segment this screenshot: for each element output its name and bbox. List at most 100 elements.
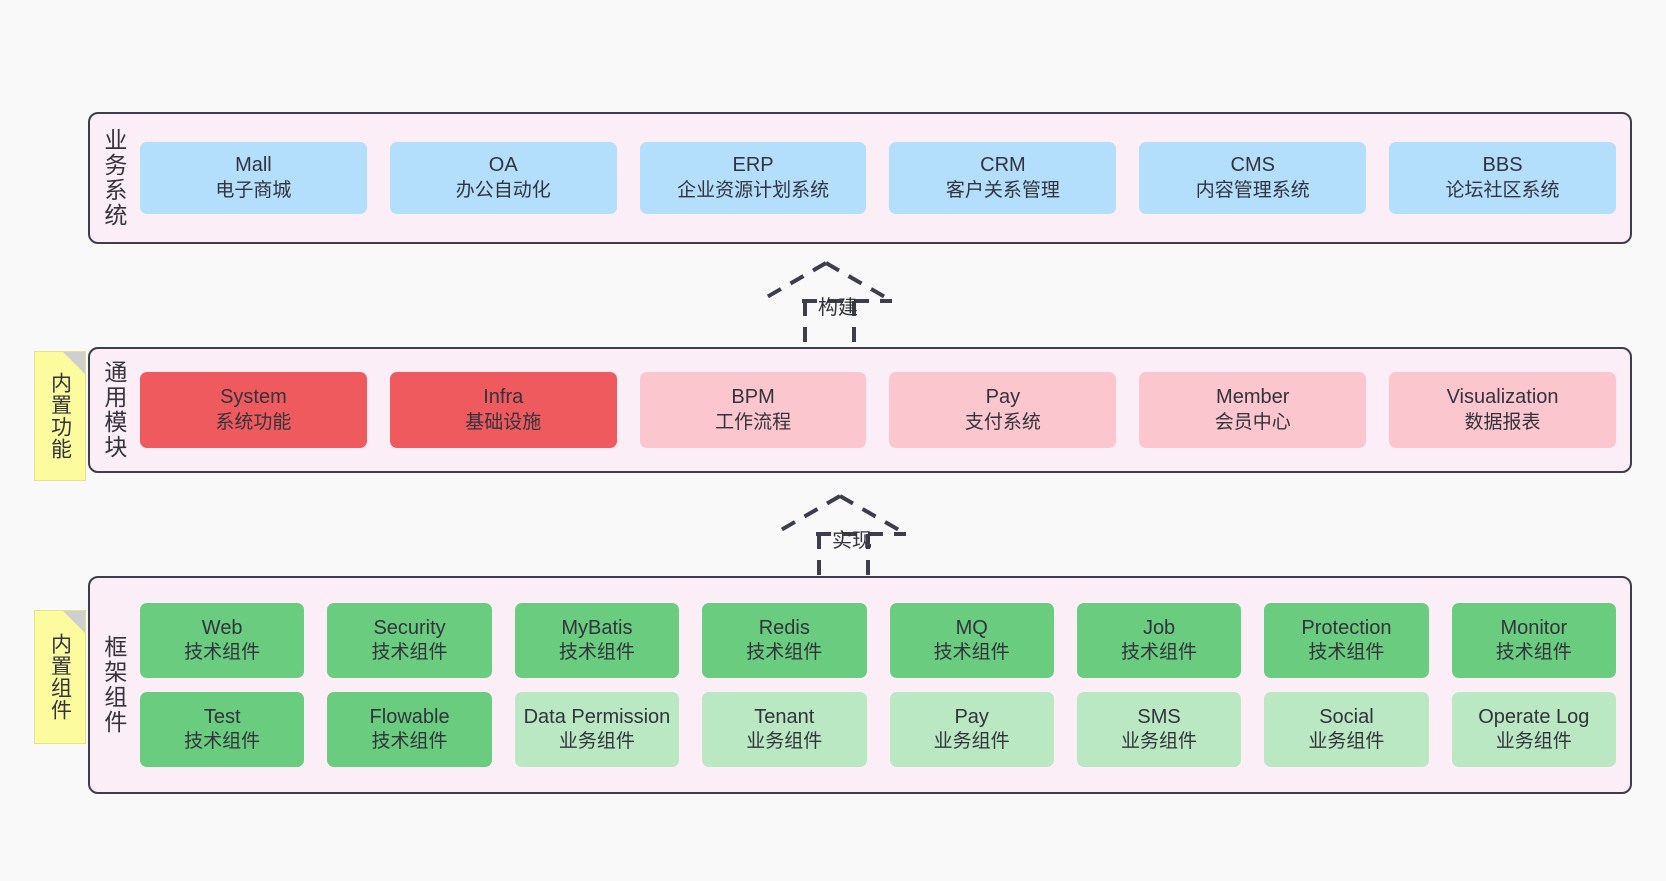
cell-desc: 技术组件 — [1308, 642, 1385, 664]
cell-desc: 技术组件 — [371, 731, 448, 753]
cell-desc: 电子商城 — [215, 179, 292, 201]
framework-cell-tenant[interactable]: Tenant 业务组件 — [702, 692, 867, 767]
cell-name: BPM — [731, 386, 775, 409]
cell-name: Operate Log — [1478, 705, 1590, 728]
business-cell-cms[interactable]: CMS 内容管理系统 — [1139, 142, 1367, 214]
framework-cell-mybatis[interactable]: MyBatis 技术组件 — [514, 603, 680, 678]
cell-desc: 工作流程 — [715, 411, 792, 433]
generalization-arrow-icon — [773, 494, 907, 584]
sticky-note-label: 内置功能 — [48, 372, 72, 460]
cell-name: Member — [1216, 386, 1290, 409]
layer-body-business: Mall 电子商城 OA 办公自动化 ERP 企业资源计划系统 CRM 客户关系… — [136, 114, 1630, 242]
cell-desc: 业务组件 — [746, 731, 823, 753]
layer-common-modules: 通用模块 System 系统功能 Infra 基础设施 BPM 工作流程 Pay… — [88, 347, 1632, 473]
cell-name: Pay — [954, 705, 989, 728]
cell-desc: 客户关系管理 — [945, 179, 1060, 201]
cell-name: Job — [1142, 616, 1176, 639]
cell-name: Tenant — [754, 705, 815, 728]
cell-name: MyBatis — [561, 616, 633, 639]
business-cell-crm[interactable]: CRM 客户关系管理 — [889, 142, 1117, 214]
connector-implement: 实现 — [758, 488, 938, 588]
cell-desc: 支付系统 — [964, 411, 1041, 433]
business-row: Mall 电子商城 OA 办公自动化 ERP 企业资源计划系统 CRM 客户关系… — [140, 142, 1616, 214]
framework-cell-monitor[interactable]: Monitor 技术组件 — [1451, 603, 1616, 678]
cell-name: BBS — [1482, 154, 1523, 177]
connector-implement-label: 实现 — [832, 530, 872, 552]
business-cell-erp[interactable]: ERP 企业资源计划系统 — [639, 142, 867, 214]
cell-desc: 基础设施 — [465, 411, 542, 433]
cell-desc: 数据报表 — [1464, 411, 1541, 433]
cell-desc: 会员中心 — [1214, 411, 1291, 433]
common-cell-infra[interactable]: Infra 基础设施 — [389, 372, 617, 448]
cell-name: Monitor — [1500, 616, 1568, 639]
framework-cell-sms[interactable]: SMS 业务组件 — [1076, 692, 1242, 767]
cell-desc: 技术组件 — [746, 642, 823, 664]
cell-desc: 技术组件 — [558, 642, 635, 664]
cell-name: Web — [201, 616, 243, 639]
framework-cell-redis[interactable]: Redis 技术组件 — [702, 603, 867, 678]
cell-name: Social — [1319, 705, 1374, 728]
cell-desc: 内容管理系统 — [1195, 179, 1310, 201]
sticky-note-builtin-components[interactable]: 内置组件 — [34, 610, 86, 744]
connector-build: 构建 — [744, 255, 924, 355]
framework-cell-web[interactable]: Web 技术组件 — [140, 603, 305, 678]
cell-desc: 业务组件 — [1308, 731, 1385, 753]
cell-name: SMS — [1137, 705, 1181, 728]
framework-row-business: Test 技术组件 Flowable 技术组件 Data Permission … — [140, 692, 1616, 767]
cell-name: Pay — [985, 386, 1021, 409]
common-cell-bpm[interactable]: BPM 工作流程 — [639, 372, 867, 448]
layer-business-systems: 业务系统 Mall 电子商城 OA 办公自动化 ERP 企业资源计划系统 CRM… — [88, 112, 1632, 244]
business-cell-oa[interactable]: OA 办公自动化 — [389, 142, 617, 214]
page-fold-icon — [63, 611, 85, 633]
generalization-arrow-icon — [759, 261, 893, 351]
framework-cell-security[interactable]: Security 技术组件 — [327, 603, 492, 678]
layer-title-common: 通用模块 — [100, 360, 127, 460]
cell-desc: 系统功能 — [215, 411, 292, 433]
page-fold-icon — [63, 352, 85, 374]
framework-cell-data-permission[interactable]: Data Permission 业务组件 — [514, 692, 680, 767]
cell-name: Redis — [758, 616, 810, 639]
cell-desc: 业务组件 — [1121, 731, 1198, 753]
common-cell-pay[interactable]: Pay 支付系统 — [889, 372, 1117, 448]
common-cell-system[interactable]: System 系统功能 — [140, 372, 367, 448]
framework-cell-operate-log[interactable]: Operate Log 业务组件 — [1451, 692, 1616, 767]
cell-desc: 业务组件 — [933, 731, 1010, 753]
common-cell-member[interactable]: Member 会员中心 — [1139, 372, 1367, 448]
framework-cell-pay[interactable]: Pay 业务组件 — [889, 692, 1054, 767]
cell-name: Data Permission — [523, 705, 671, 728]
cell-name: Flowable — [369, 705, 450, 728]
cell-desc: 技术组件 — [1495, 642, 1572, 664]
framework-cell-protection[interactable]: Protection 技术组件 — [1264, 603, 1429, 678]
cell-desc: 业务组件 — [558, 731, 635, 753]
sticky-note-builtin-features[interactable]: 内置功能 — [34, 351, 86, 481]
layer-title-business: 业务系统 — [100, 128, 127, 228]
framework-cell-flowable[interactable]: Flowable 技术组件 — [327, 692, 492, 767]
layer-body-framework: Web 技术组件 Security 技术组件 MyBatis 技术组件 Redi… — [136, 578, 1630, 792]
cell-desc: 技术组件 — [1121, 642, 1198, 664]
framework-cell-mq[interactable]: MQ 技术组件 — [889, 603, 1054, 678]
cell-name: Mall — [235, 154, 272, 177]
cell-name: Test — [203, 705, 241, 728]
cell-name: MQ — [955, 616, 988, 639]
cell-desc: 业务组件 — [1495, 731, 1572, 753]
common-cell-visualization[interactable]: Visualization 数据报表 — [1389, 372, 1616, 448]
framework-cell-job[interactable]: Job 技术组件 — [1076, 603, 1242, 678]
business-cell-bbs[interactable]: BBS 论坛社区系统 — [1389, 142, 1616, 214]
common-row: System 系统功能 Infra 基础设施 BPM 工作流程 Pay 支付系统… — [140, 372, 1616, 448]
cell-desc: 技术组件 — [184, 642, 261, 664]
cell-name: CRM — [980, 154, 1026, 177]
framework-row-tech: Web 技术组件 Security 技术组件 MyBatis 技术组件 Redi… — [140, 603, 1616, 678]
cell-desc: 技术组件 — [184, 731, 261, 753]
cell-name: OA — [488, 154, 518, 177]
layer-body-common: System 系统功能 Infra 基础设施 BPM 工作流程 Pay 支付系统… — [136, 349, 1630, 471]
framework-cell-test[interactable]: Test 技术组件 — [140, 692, 305, 767]
sticky-note-label: 内置组件 — [48, 633, 72, 721]
layer-title-framework: 框架组件 — [100, 635, 127, 735]
cell-name: Security — [373, 616, 446, 639]
cell-name: CMS — [1230, 154, 1275, 177]
business-cell-mall[interactable]: Mall 电子商城 — [140, 142, 367, 214]
cell-desc: 技术组件 — [933, 642, 1010, 664]
framework-cell-social[interactable]: Social 业务组件 — [1264, 692, 1429, 767]
cell-name: Protection — [1301, 616, 1392, 639]
